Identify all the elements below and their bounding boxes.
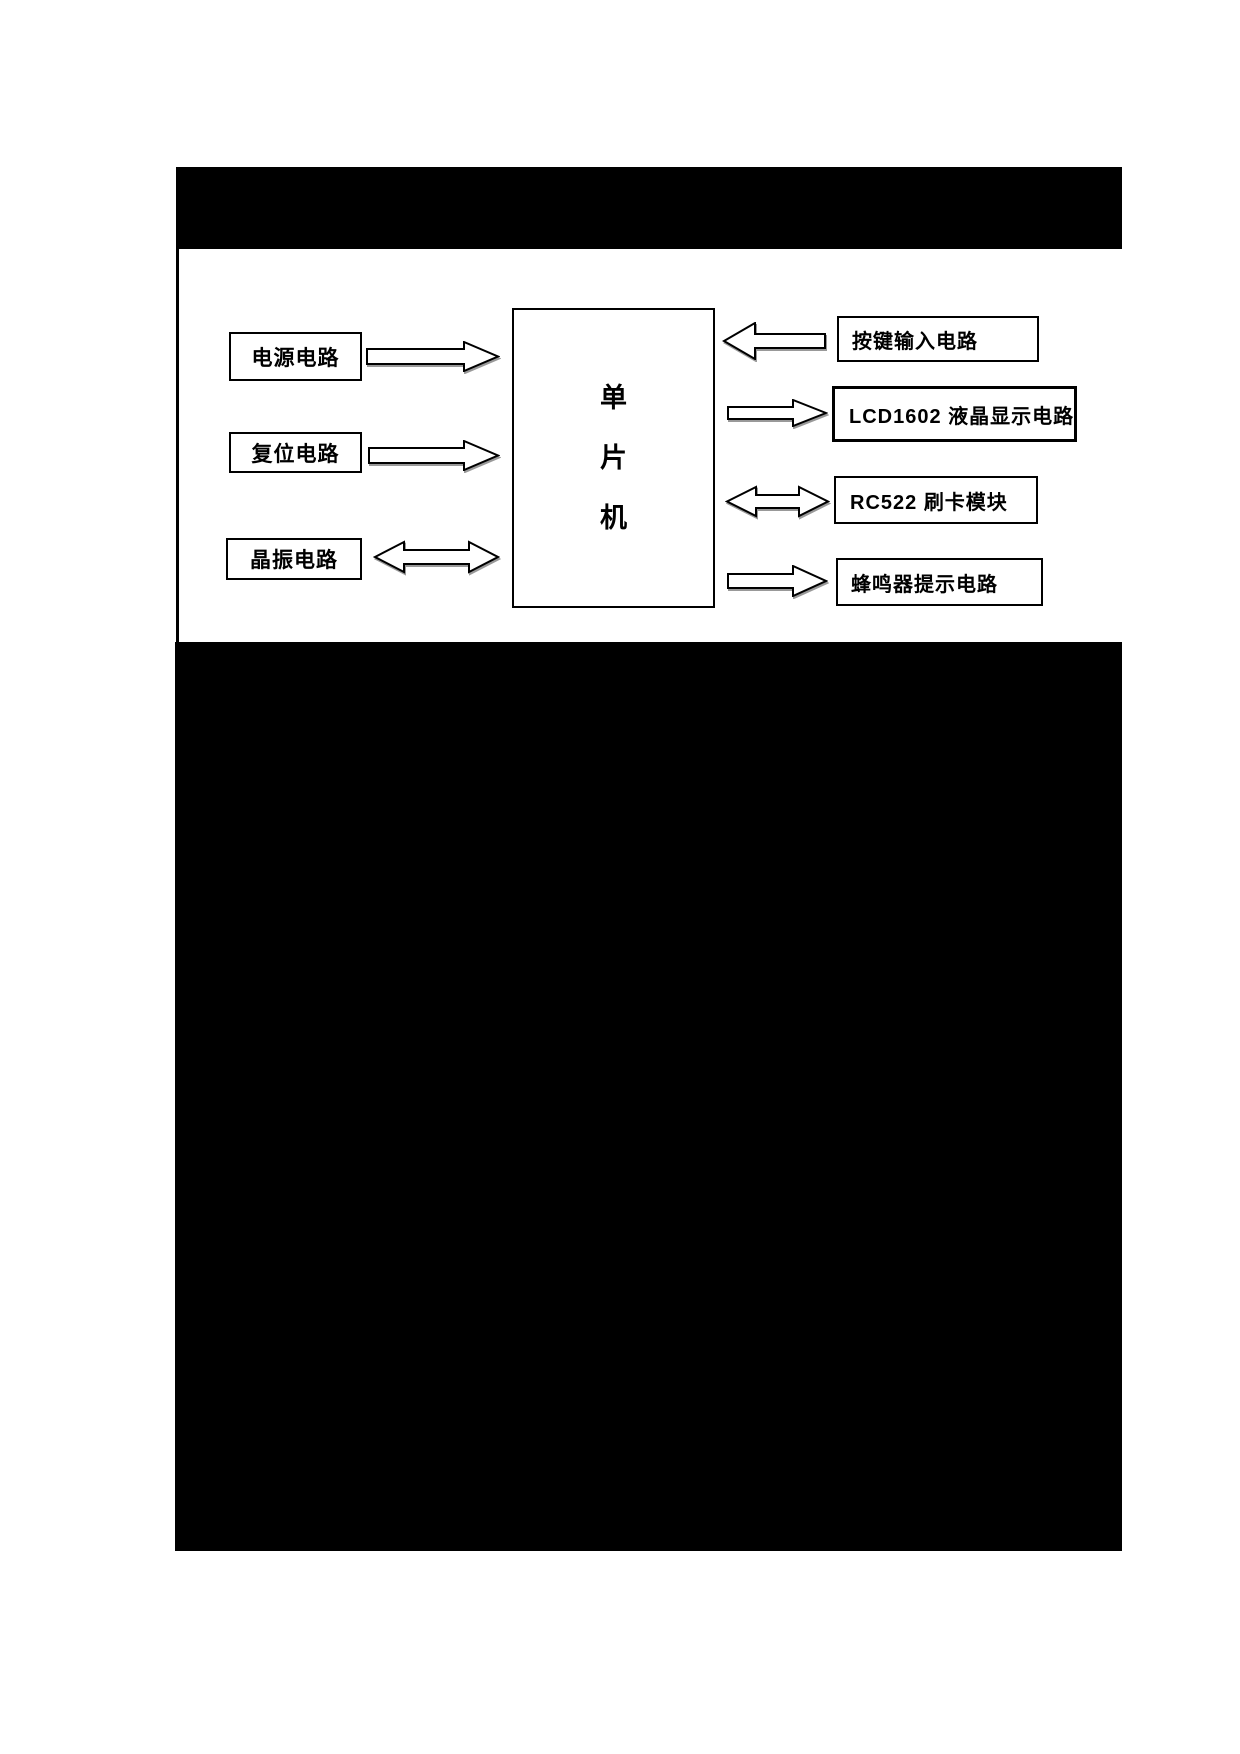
key-input-circuit-box: 按键输入电路 (837, 316, 1039, 362)
reset-circuit-box: 复位电路 (229, 432, 362, 473)
power-circuit-label: 电源电路 (251, 346, 340, 370)
mcu-char-1: 单 (600, 383, 627, 413)
arrow-right-icon (366, 341, 500, 372)
redacted-header-block (176, 167, 1122, 249)
power-circuit-box: 电源电路 (229, 332, 362, 381)
buzzer-circuit-box: 蜂鸣器提示电路 (836, 558, 1043, 606)
arrow-left-icon (722, 322, 826, 360)
redacted-body-block (175, 642, 1122, 1551)
crystal-oscillator-label: 晶振电路 (250, 549, 338, 572)
arrow-right-icon (727, 565, 828, 597)
arrow-right-icon (368, 440, 500, 471)
crystal-oscillator-box: 晶振电路 (226, 538, 362, 580)
rc522-card-module-box: RC522 刷卡模块 (834, 476, 1038, 524)
lcd-display-circuit-box: LCD1602 液晶显示电路 (832, 386, 1077, 442)
rc522-card-module-label: RC522 刷卡模块 (850, 491, 1008, 514)
buzzer-circuit-label: 蜂鸣器提示电路 (851, 573, 998, 596)
arrow-double-icon (373, 540, 500, 574)
arrow-double-icon (725, 485, 830, 518)
reset-circuit-label: 复位电路 (251, 442, 340, 466)
arrow-right-icon (727, 399, 828, 427)
lcd-display-circuit-label: LCD1602 液晶显示电路 (849, 405, 1075, 428)
figure-left-border (176, 249, 179, 642)
mcu-char-2: 片 (600, 443, 627, 473)
mcu-box: 单 片 机 (512, 308, 715, 608)
key-input-circuit-label: 按键输入电路 (852, 330, 978, 353)
mcu-char-3: 机 (600, 503, 627, 533)
